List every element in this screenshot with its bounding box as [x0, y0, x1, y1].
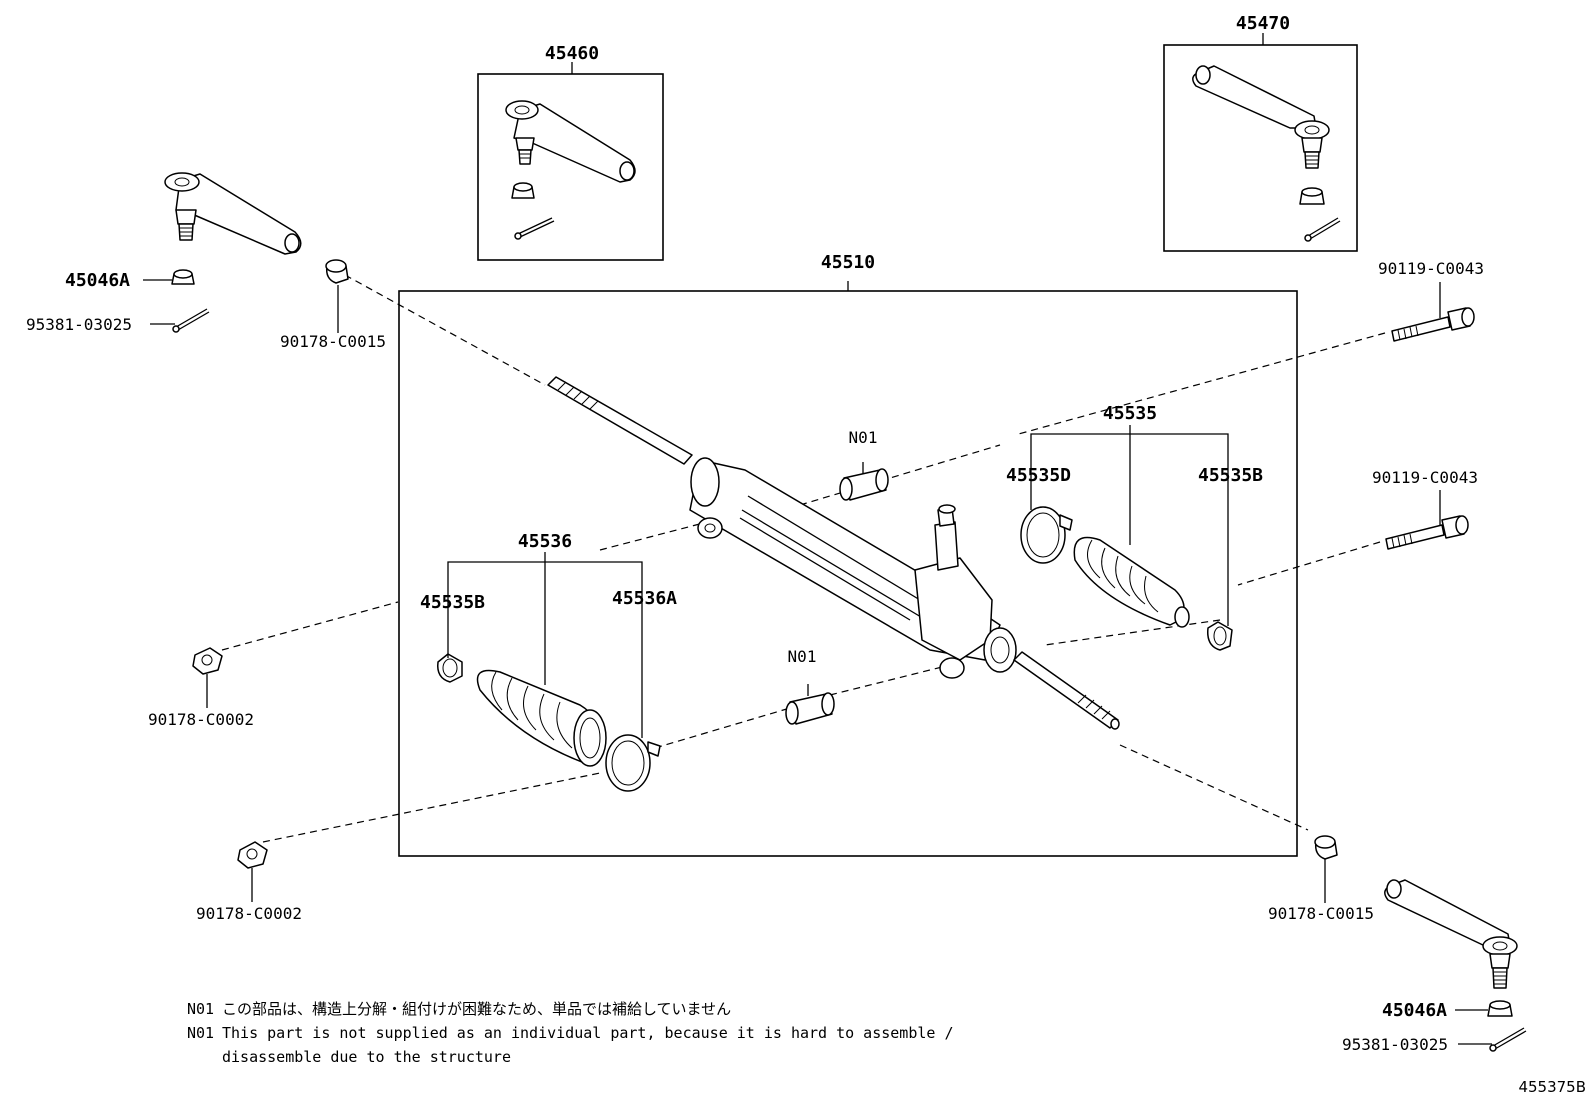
- label-90119-c0043-lower: 90119-C0043: [1372, 468, 1478, 487]
- castle-nut-right: [1487, 1000, 1513, 1017]
- label-45460: 45460: [545, 43, 599, 64]
- nut-mid-left: [192, 647, 223, 675]
- label-n01-upper: N01: [849, 428, 878, 447]
- bushing-lower: [785, 692, 835, 725]
- label-45536a: 45536A: [612, 588, 677, 609]
- label-90178-c0002-mid: 90178-C0002: [148, 710, 254, 729]
- label-95381-03025-right: 95381-03025: [1342, 1035, 1448, 1054]
- bushing-upper: [839, 468, 889, 501]
- label-95381-03025-left: 95381-03025: [26, 315, 132, 334]
- tie-rod-end-right: [1384, 879, 1518, 989]
- assembly-line: [262, 772, 601, 843]
- tie-rod-end-lh-frame: [477, 73, 664, 261]
- bolt-upper: [1391, 307, 1475, 342]
- note-en-code: N01: [187, 1024, 214, 1042]
- assembly-line: [599, 519, 716, 551]
- assembly-line: [654, 707, 791, 749]
- steering-rack: [547, 376, 1120, 730]
- assembly-line: [221, 601, 399, 651]
- label-90178-c0015-left: 90178-C0015: [280, 332, 386, 351]
- cotter-pin-right: [1489, 1027, 1527, 1052]
- boot-right: [1073, 536, 1190, 628]
- tie-rod-end-rh-illustration: [1192, 65, 1341, 242]
- assembly-line: [344, 274, 546, 386]
- assembly-line: [1014, 332, 1386, 436]
- label-45470: 45470: [1236, 13, 1290, 34]
- boot-left: [476, 669, 607, 767]
- illustration-reference: 455375B: [1518, 1078, 1586, 1096]
- label-45046a-right: 45046A: [1382, 1000, 1447, 1021]
- bolt-lower: [1385, 515, 1469, 550]
- washer-right: [1314, 835, 1338, 860]
- clamp-left: [605, 734, 661, 792]
- note-jp-code: N01: [187, 1000, 214, 1018]
- label-45510: 45510: [821, 252, 875, 273]
- label-45535: 45535: [1103, 403, 1157, 424]
- label-45535b-left: 45535B: [420, 592, 485, 613]
- washer-left: [325, 259, 349, 284]
- note-en-line1: This part is not supplied as an individu…: [222, 1024, 954, 1042]
- clamp-right: [1020, 506, 1073, 564]
- assembly-line: [829, 664, 951, 696]
- label-45535b-right: 45535B: [1198, 465, 1263, 486]
- tie-rod-end-lh-illustration: [505, 100, 636, 240]
- castle-nut-left: [171, 269, 195, 285]
- tie-rod-end-left: [164, 172, 302, 255]
- label-45536: 45536: [518, 531, 572, 552]
- assembly-line: [1044, 619, 1221, 646]
- nut-low-left: [237, 841, 268, 869]
- note-jp-text: この部品は、構造上分解・組付けが困難なため、単品では補給していません: [222, 1000, 731, 1018]
- assembly-line: [799, 444, 1001, 506]
- label-90178-c0015-right: 90178-C0015: [1268, 904, 1374, 923]
- label-90119-c0043-upper: 90119-C0043: [1378, 259, 1484, 278]
- label-45535d: 45535D: [1006, 465, 1071, 486]
- clip-right: [1207, 621, 1233, 651]
- tie-rod-end-rh-frame: [1163, 44, 1358, 252]
- label-90178-c0002-low: 90178-C0002: [196, 904, 302, 923]
- assembly-line: [1237, 541, 1381, 586]
- label-n01-lower: N01: [788, 647, 817, 666]
- cotter-pin-left: [172, 308, 210, 333]
- assembly-line: [1119, 744, 1309, 831]
- label-45046a-left: 45046A: [65, 270, 130, 291]
- clip-left: [437, 653, 463, 683]
- note-en-line2: disassemble due to the structure: [222, 1048, 511, 1066]
